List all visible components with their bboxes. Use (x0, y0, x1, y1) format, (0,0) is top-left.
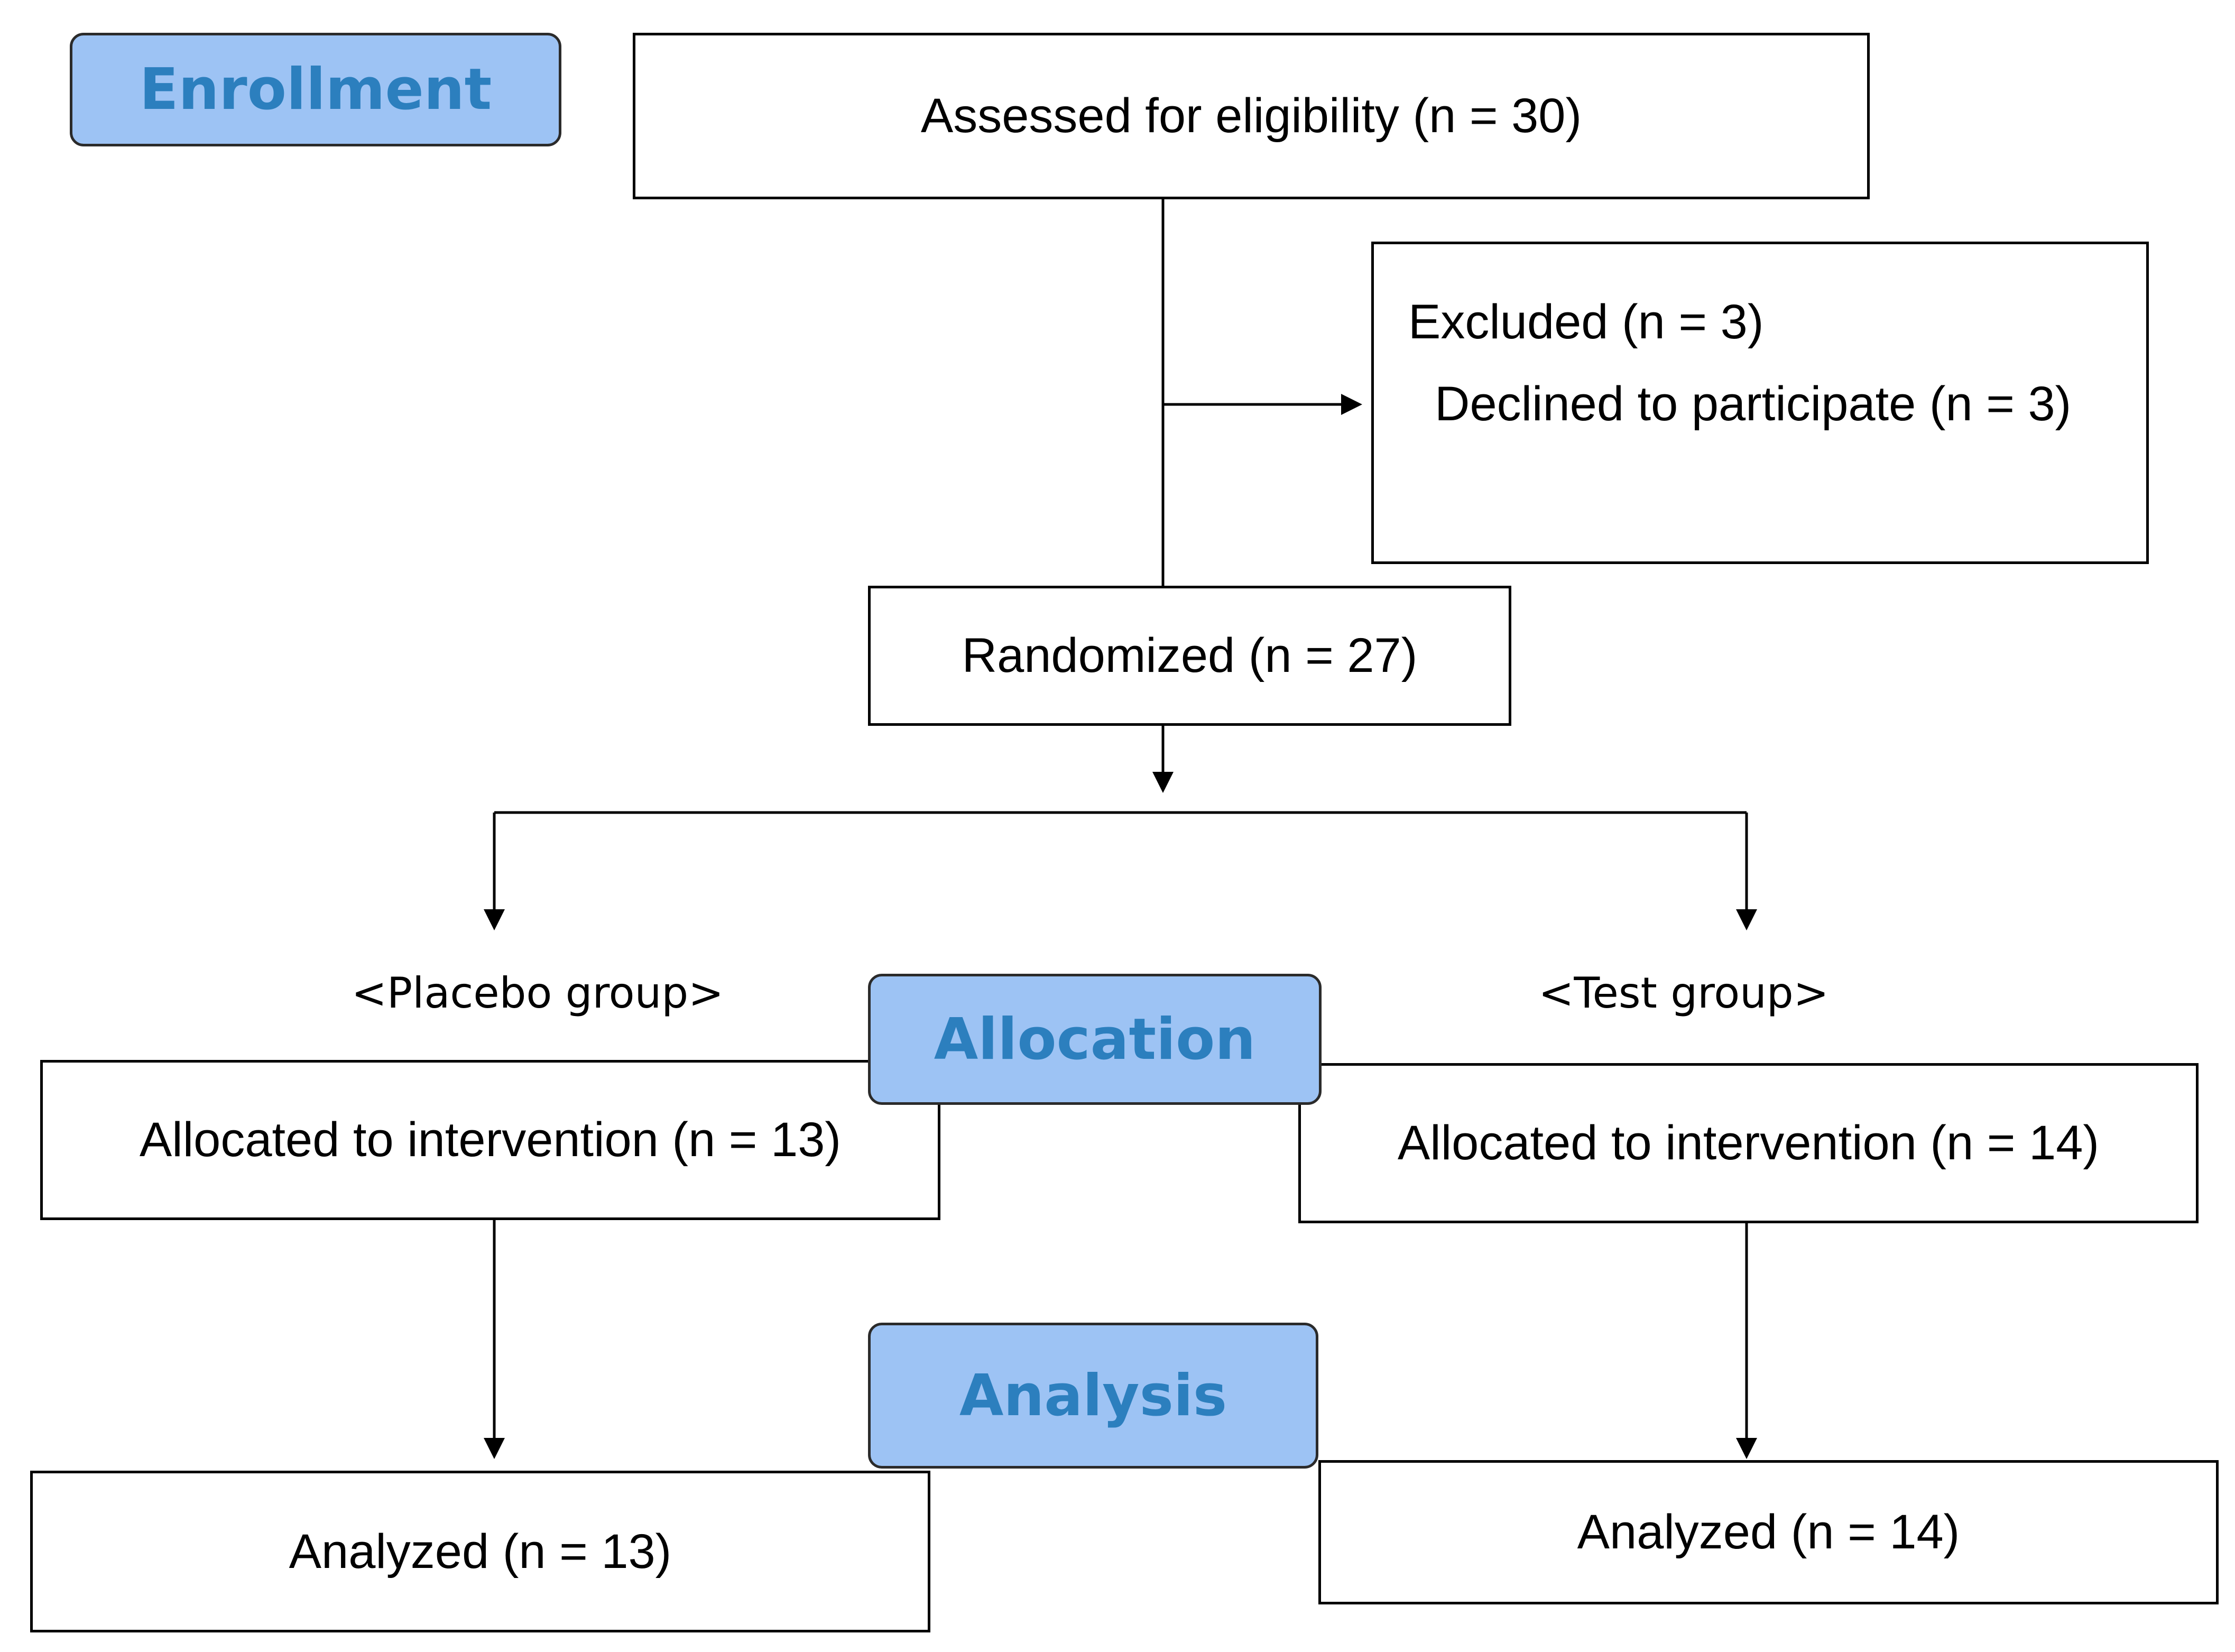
excluded-reason: Declined to participate (n = 3) (1435, 377, 2072, 431)
placebo-analyzed-box: Analyzed (n = 13) (30, 1471, 930, 1632)
test-analyzed-text: Analyzed (n = 14) (1577, 1505, 1960, 1559)
stage-label-allocation-text: Allocation (934, 1006, 1256, 1073)
stage-label-allocation: Allocation (868, 974, 1322, 1105)
test-allocated-box: Allocated to intervention (n = 14) (1298, 1063, 2199, 1223)
stage-label-enrollment-text: Enrollment (139, 57, 492, 123)
test-allocated-text: Allocated to intervention (n = 14) (1397, 1116, 2100, 1170)
stage-label-enrollment: Enrollment (70, 33, 561, 146)
placebo-analyzed-text: Analyzed (n = 13) (289, 1524, 672, 1579)
randomized-box: Randomized (n = 27) (868, 586, 1511, 726)
randomized-text: Randomized (n = 27) (962, 629, 1418, 682)
stage-label-analysis: Analysis (868, 1323, 1318, 1469)
excluded-box: Excluded (n = 3) Declined to participate… (1371, 242, 2149, 564)
placebo-group-label: <Placebo group> (351, 968, 724, 1018)
placebo-allocated-text: Allocated to intervention (n = 13) (139, 1113, 842, 1167)
assessed-eligibility-box: Assessed for eligibility (n = 30) (633, 33, 1870, 199)
stage-label-analysis-text: Analysis (959, 1362, 1227, 1429)
excluded-title: Excluded (n = 3) (1408, 295, 1764, 349)
test-group-label: <Test group> (1538, 968, 1829, 1018)
test-analyzed-box: Analyzed (n = 14) (1318, 1460, 2219, 1604)
assessed-eligibility-text: Assessed for eligibility (n = 30) (920, 89, 1582, 143)
placebo-allocated-box: Allocated to intervention (n = 13) (40, 1060, 940, 1220)
